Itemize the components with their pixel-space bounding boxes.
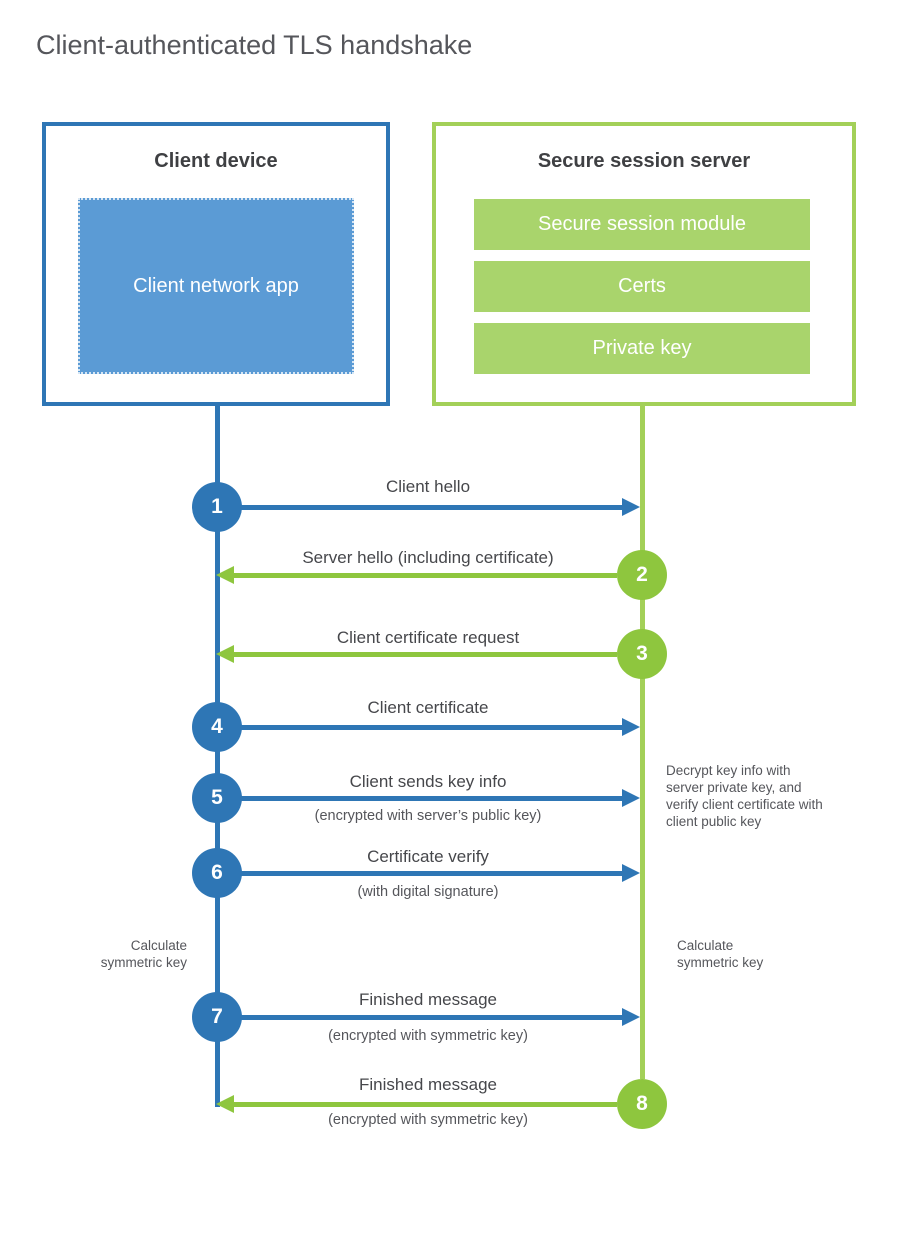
step-6-arrowhead-icon <box>622 864 640 882</box>
step-2-badge: 2 <box>617 550 667 600</box>
step-3-badge: 3 <box>617 629 667 679</box>
step-7-arrowhead-icon <box>622 1008 640 1026</box>
client-network-app-box: Client network app <box>78 198 354 374</box>
server-module-secure-session: Secure session module <box>474 199 810 250</box>
step-1-arrowhead-icon <box>622 498 640 516</box>
note-calculate-symmetric-key-client: Calculate symmetric key <box>100 938 187 970</box>
step-3-label: Client certificate request <box>336 628 520 647</box>
step-5-arrowhead-icon <box>622 789 640 807</box>
step-1-arrow <box>240 505 622 510</box>
step-8-arrowhead-icon <box>216 1095 234 1113</box>
step-7-label: Finished message <box>359 990 497 1009</box>
step-6-label: Certificate verify <box>367 847 489 866</box>
step-5-badge: 5 <box>192 773 242 823</box>
step-8-badge: 8 <box>617 1079 667 1129</box>
step-1-label: Client hello <box>385 477 471 496</box>
step-5-sublabel: (encrypted with server’s public key) <box>314 808 542 824</box>
step-5-arrow <box>240 796 622 801</box>
step-8-sublabel: (encrypted with symmetric key) <box>328 1112 528 1128</box>
secure-session-server-title: Secure session server <box>537 150 751 172</box>
server-lifeline <box>640 406 645 1079</box>
step-1-badge: 1 <box>192 482 242 532</box>
client-lifeline <box>215 406 220 1107</box>
step-6-arrow <box>240 871 622 876</box>
step-6-badge: 6 <box>192 848 242 898</box>
step-8-arrow <box>234 1102 617 1107</box>
page-title: Client-authenticated TLS handshake <box>36 30 473 60</box>
step-3-arrow <box>234 652 617 657</box>
client-device-title: Client device <box>154 150 278 172</box>
step-4-arrow <box>240 725 622 730</box>
step-4-arrowhead-icon <box>622 718 640 736</box>
server-module-certs: Certs <box>474 261 810 312</box>
step-7-arrow <box>240 1015 622 1020</box>
step-4-badge: 4 <box>192 702 242 752</box>
step-4-label: Client certificate <box>367 698 489 717</box>
note-calculate-symmetric-key-server: Calculate symmetric key <box>677 938 764 970</box>
step-8-label: Finished message <box>359 1075 497 1094</box>
note-decrypt-key-info: Decrypt key info with server private key… <box>666 763 823 829</box>
step-2-label: Server hello (including certificate) <box>302 548 554 567</box>
step-2-arrowhead-icon <box>216 566 234 584</box>
step-7-badge: 7 <box>192 992 242 1042</box>
step-6-sublabel: (with digital signature) <box>357 884 499 900</box>
step-5-label: Client sends key info <box>349 772 507 791</box>
client-network-app-label: Client network app <box>133 274 299 297</box>
step-2-arrow <box>234 573 617 578</box>
step-3-arrowhead-icon <box>216 645 234 663</box>
step-7-sublabel: (encrypted with symmetric key) <box>328 1028 528 1044</box>
server-module-private-key: Private key <box>474 323 810 374</box>
